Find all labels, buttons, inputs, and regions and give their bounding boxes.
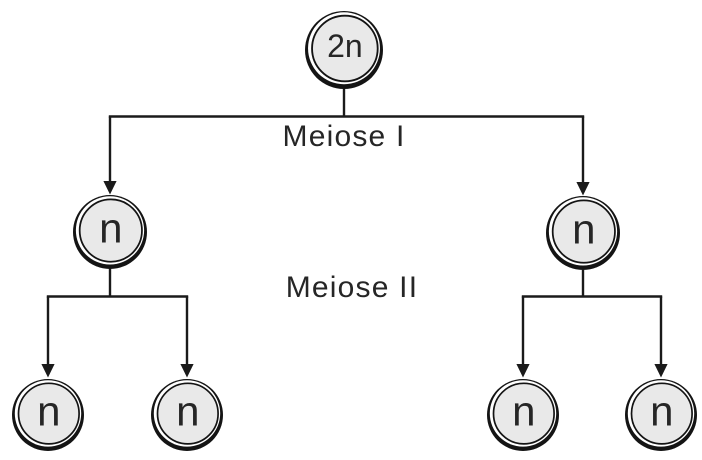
cell-node-root: 2n <box>304 10 384 90</box>
cell-node-meiosis2-2: n <box>150 378 224 452</box>
cell-label: n <box>512 387 535 434</box>
stage-label-meiosis2: Meiose II <box>286 271 419 304</box>
arrowhead-meiosis1-right <box>576 182 590 196</box>
arrowhead-meiosis2-left-b <box>180 364 194 378</box>
cell-node-meiosis2-3: n <box>486 378 560 452</box>
cell-label: n <box>176 387 199 434</box>
arrowhead-meiosis2-right-a <box>516 364 530 378</box>
cell-node-meiosis2-4: n <box>624 378 698 452</box>
arrowhead-meiosis2-right-b <box>654 364 668 378</box>
cell-label-root: 2n <box>327 28 363 64</box>
cell-label: n <box>99 204 122 251</box>
cell-label: n <box>572 205 595 252</box>
arrowhead-meiosis2-left-a <box>41 364 55 378</box>
cell-node-meiosis1-left: n <box>72 194 148 270</box>
arrowhead-meiosis1-left <box>103 181 117 195</box>
cell-node-meiosis2-1: n <box>11 378 85 452</box>
stage-label-meiosis1: Meiose I <box>283 120 406 153</box>
cell-label: n <box>37 387 60 434</box>
cell-label: n <box>650 387 673 434</box>
cell-node-meiosis1-right: n <box>545 195 621 271</box>
